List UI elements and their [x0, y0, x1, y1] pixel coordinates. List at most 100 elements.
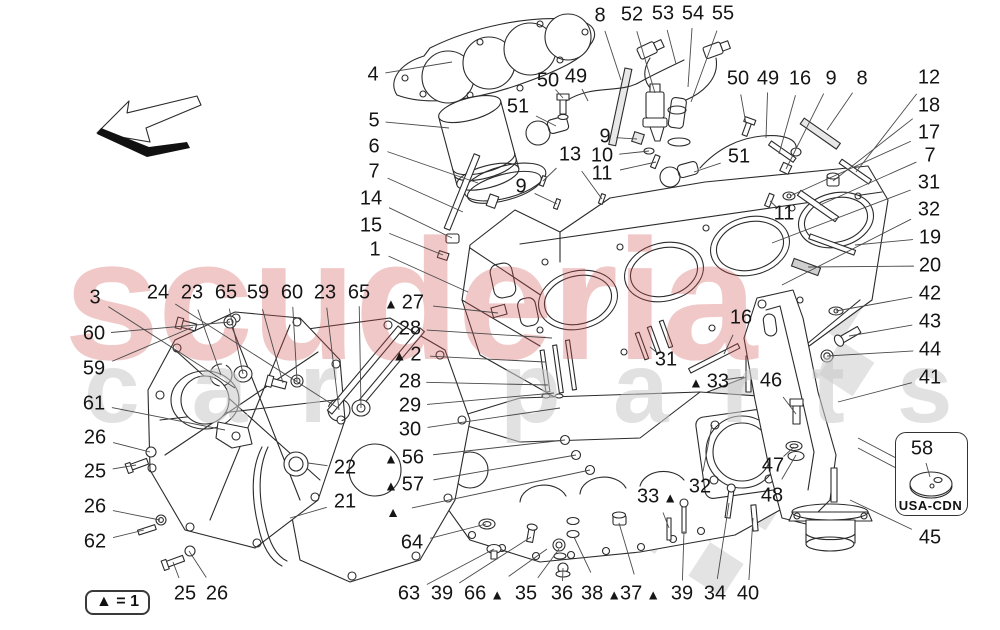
- leader-line: [388, 207, 453, 239]
- leader-line: [581, 88, 589, 102]
- leader-line: [789, 140, 912, 197]
- sensors-and-cables: [525, 39, 802, 188]
- leader-line: [112, 464, 137, 470]
- leader-line: [636, 31, 656, 94]
- leader-line: [113, 442, 151, 453]
- leader-line: [535, 115, 557, 127]
- leader-line: [110, 321, 231, 333]
- leader-line: [111, 407, 226, 431]
- leader-line: [662, 512, 670, 529]
- leader-line: [848, 324, 913, 337]
- leader-line: [411, 469, 591, 509]
- leader-line: [555, 89, 564, 99]
- leader-line: [387, 177, 464, 213]
- leader-line: [781, 454, 797, 480]
- leader-line: [562, 567, 564, 582]
- leader-line: [781, 218, 912, 286]
- leader-line: [693, 162, 721, 173]
- leader-line: [826, 92, 853, 131]
- leader-line: [358, 306, 362, 409]
- leader-line: [573, 536, 592, 573]
- leader-line: [849, 499, 913, 530]
- leader-line: [723, 334, 734, 355]
- leader-line: [426, 329, 553, 339]
- lower-crankcase-part: [437, 303, 803, 563]
- leader-line: [666, 29, 677, 65]
- leader-line: [619, 150, 650, 155]
- leader-line: [433, 305, 499, 314]
- leader-line: [307, 462, 328, 467]
- leader-line: [819, 161, 917, 206]
- leader-line: [108, 306, 236, 389]
- leader-line: [534, 193, 558, 205]
- usa-cdn-region-label: USA-CDN: [898, 498, 963, 513]
- leader-line: [855, 93, 918, 173]
- leader-line: [687, 27, 693, 88]
- leader-line: [604, 30, 622, 81]
- leader-line: [618, 522, 635, 575]
- leader-line: [619, 161, 657, 171]
- leader-line: [782, 396, 797, 415]
- leader-line: [112, 510, 161, 521]
- leader-line: [112, 326, 194, 362]
- leader-line: [925, 462, 931, 478]
- leader-line: [289, 506, 327, 519]
- engine-mount-parts: [743, 289, 873, 552]
- leader-line: [649, 346, 659, 354]
- leader-line: [426, 392, 555, 405]
- direction-arrow-icon: [96, 95, 202, 157]
- leader-line: [228, 308, 244, 375]
- usa-cdn-plug-part: [857, 437, 953, 499]
- leader-line: [681, 530, 685, 581]
- leader-line: [172, 561, 180, 579]
- leader-line: [542, 167, 557, 182]
- leader-line: [262, 309, 284, 384]
- leader-line: [726, 376, 745, 380]
- leader-line: [771, 189, 911, 244]
- leader-line: [427, 407, 561, 428]
- leader-line: [854, 239, 913, 246]
- leader-line: [430, 355, 546, 363]
- leader-line: [112, 529, 145, 539]
- leader-line: [807, 265, 914, 268]
- leader-line: [197, 309, 222, 376]
- right-small-parts: [764, 117, 873, 363]
- leader-line: [785, 93, 825, 170]
- leader-line: [326, 307, 340, 411]
- leader-line: [769, 200, 778, 208]
- leader-line: [537, 548, 560, 579]
- leader-line: [188, 550, 207, 578]
- cylinder-liner-part: [438, 95, 547, 209]
- leader-line: [616, 137, 638, 140]
- leader-line: [765, 92, 768, 139]
- leader-line: [175, 303, 339, 409]
- leader-line: [433, 454, 577, 481]
- leader-line: [740, 94, 747, 125]
- leader-line: [778, 95, 796, 155]
- leader-line: [430, 523, 487, 539]
- usa-cdn-region-box: [895, 432, 968, 516]
- leader-line: [387, 151, 479, 184]
- legend-box: ▲ = 1: [85, 590, 150, 615]
- leader-line: [389, 232, 444, 256]
- leader-line: [748, 517, 754, 581]
- leader-line: [433, 439, 566, 456]
- leader-line: [716, 502, 730, 579]
- leader-line: [426, 548, 495, 585]
- leader-line: [508, 548, 548, 577]
- leader-line: [385, 61, 453, 74]
- leader-line: [837, 382, 912, 403]
- leader-line: [292, 306, 298, 382]
- leader-line: [459, 536, 532, 584]
- leader-line: [690, 30, 718, 103]
- leader-line: [581, 170, 603, 200]
- head-gasket-part: [393, 13, 596, 104]
- leader-line: [835, 296, 913, 312]
- leader-line: [388, 255, 469, 293]
- leader-line: [832, 118, 914, 182]
- leader-line: [826, 350, 914, 357]
- leader-line: [426, 381, 549, 386]
